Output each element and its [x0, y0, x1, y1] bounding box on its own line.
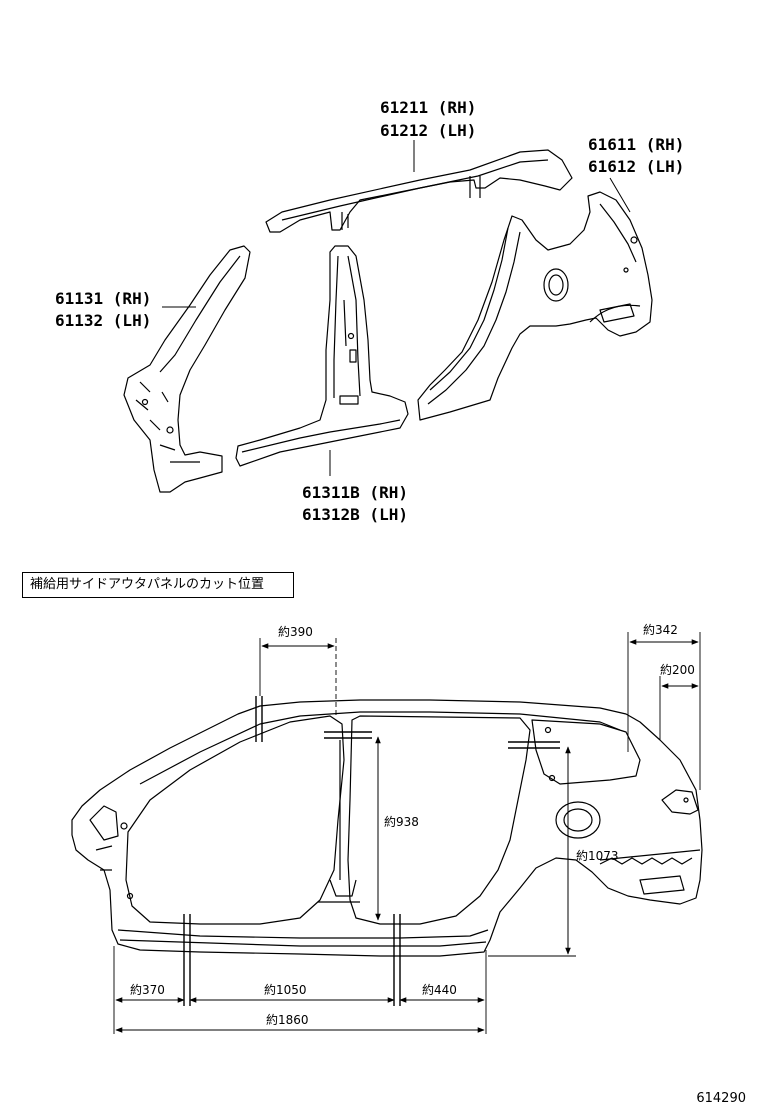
- dim-938-label: 約938: [384, 814, 419, 829]
- center-pillar-rocker-part: [235, 245, 409, 467]
- dim-1073-label: 約1073: [576, 848, 619, 863]
- dim-342-label: 約342: [643, 622, 678, 637]
- rocker-panel-rh-number: 61311B (RH): [302, 483, 408, 502]
- dim-390-label: 約390: [278, 624, 313, 639]
- dim-440-label: 約440: [422, 982, 457, 997]
- quarter-panel-rh-number: 61611 (RH): [588, 135, 684, 154]
- front-pillar-rh-number: 61131 (RH): [55, 289, 151, 308]
- roof-side-rail-part: [265, 149, 573, 233]
- quarter-panel-lh-number: 61612 (LH): [588, 157, 684, 176]
- side-outer-panel: [71, 699, 703, 957]
- rocker-panel-lh-number: 61312B (LH): [302, 505, 408, 524]
- dim-1050-label: 約1050: [264, 982, 307, 997]
- cut-lines: [183, 696, 560, 1006]
- quarter-panel-part: [417, 191, 653, 421]
- dim-1860-label: 約1860: [266, 1012, 309, 1027]
- roof-rail-rh-number: 61211 (RH): [380, 98, 476, 117]
- front-pillar-part: [123, 245, 251, 493]
- figure-number: 614290: [696, 1091, 746, 1106]
- cut-position-note: 補給用サイドアウタパネルのカット位置: [22, 572, 294, 598]
- roof-rail-lh-number: 61212 (LH): [380, 121, 476, 140]
- dim-370-label: 約370: [130, 982, 165, 997]
- dim-200-label: 約200: [660, 662, 695, 677]
- front-pillar-lh-number: 61132 (LH): [55, 311, 151, 330]
